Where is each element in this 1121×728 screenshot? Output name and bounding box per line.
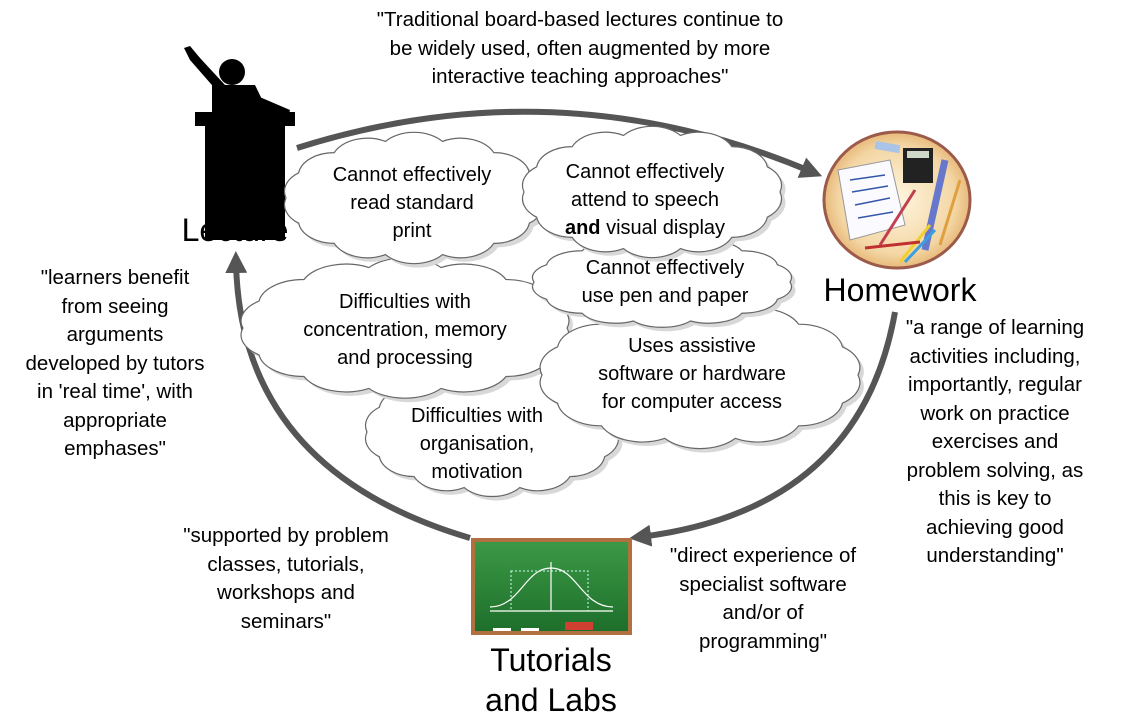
cloud-text-line: software or hardware (598, 363, 786, 385)
quote-line: arguments (66, 323, 164, 346)
quote-line: this is key to (938, 487, 1052, 510)
cloud-shape-concentration (240, 257, 570, 399)
quote-line: be widely used, often augmented by more (389, 36, 771, 60)
lecturer-silhouette-icon (184, 46, 295, 240)
quote-line: and/or of (722, 601, 804, 624)
cloud-text-line: for computer access (601, 391, 783, 413)
cloud-read-print: Cannot effectively read standard print (333, 161, 492, 245)
quote-line: interactive teaching approaches" (431, 65, 729, 88)
cloud-text-line: concentration, memory (303, 319, 507, 341)
chalkboard-image-icon (471, 538, 632, 635)
cloud-text-line: Difficulties with (339, 291, 471, 313)
cloud-text-bold: and (564, 217, 601, 239)
tutorials-label-line: Tutorials (490, 642, 612, 678)
quote-line: developed by tutors (25, 351, 205, 375)
quote-line: "supported by problem (183, 524, 389, 547)
tutorials-label-line: and Labs (485, 682, 617, 718)
quote-line: appropriate (63, 408, 167, 432)
cloud-shape-read-print (283, 131, 545, 265)
cloud-text-line: print (392, 220, 432, 242)
arrow-homework-to-tutorials (629, 311, 898, 547)
quote-line: achieving good (926, 515, 1064, 539)
quote-bottom-left: "supported by problem classes, tutorials… (183, 522, 389, 636)
cloud-text-line: use pen and paper (581, 285, 749, 307)
cloud-text-line: motivation (431, 461, 523, 483)
cloud-shape-speech-visual (521, 125, 783, 259)
cloud-text-line: Difficulties with (411, 405, 543, 427)
cloud-speech-visual: Cannot effectively attend to speech and … (565, 158, 725, 242)
cloud-text-line: Cannot effectively (565, 161, 725, 183)
quote-line: activities including, (909, 344, 1081, 368)
quote-line: emphases" (64, 437, 166, 460)
cloud-concentration: Difficulties with concentration, memory … (303, 288, 506, 372)
quote-line: "direct experience of (669, 544, 857, 567)
quote-right: "a range of learning activities includin… (906, 314, 1084, 571)
quote-line: understanding" (926, 544, 1064, 567)
arrow-tutorials-to-lecture (225, 251, 471, 541)
cloud-text-line: attend to speech (571, 189, 719, 211)
quote-bottom-mid: "direct experience of specialist softwar… (670, 542, 856, 656)
quote-line: "learners benefit (40, 266, 190, 289)
tutorials-label: Tutorials and Labs (485, 640, 617, 720)
quote-left: "learners benefit from seeing arguments … (26, 264, 205, 464)
arrow-lecture-to-homework (296, 108, 823, 178)
lecture-label: Lecture (181, 212, 289, 248)
cloud-text-line: Cannot effectively (332, 164, 492, 186)
quote-line: workshops and (217, 581, 355, 604)
cloud-text-line: organisation, (419, 433, 535, 455)
homework-label: Homework (823, 272, 977, 308)
quote-line: "a range of learning (905, 316, 1085, 339)
cloud-text-line: Uses assistive (628, 335, 756, 357)
cloud-organisation: Difficulties with organisation, motivati… (411, 402, 543, 486)
quote-line: work on practice (920, 401, 1070, 425)
cloud-text-span: visual display (600, 217, 726, 239)
quote-line: exercises and (931, 430, 1059, 453)
quote-line: importantly, regular (908, 373, 1082, 396)
cloud-text-line: and visual display (565, 214, 725, 242)
quote-line: from seeing (61, 294, 169, 318)
quote-line: "Traditional board-based lectures contin… (376, 8, 784, 31)
quote-line: specialist software (679, 572, 847, 596)
quote-line: classes, tutorials, (207, 552, 365, 576)
cloud-text-line: and processing (337, 347, 473, 369)
cloud-pen-paper: Cannot effectively use pen and paper (582, 254, 749, 310)
quote-line: seminars" (240, 609, 332, 633)
quote-line: problem solving, as (906, 458, 1084, 482)
quote-line: programming" (698, 629, 828, 653)
cloud-assistive: Uses assistive software or hardware for … (598, 332, 786, 416)
quote-line: in 'real time', with (37, 380, 193, 403)
homework-image-icon (822, 130, 972, 270)
quote-top: "Traditional board-based lectures contin… (377, 6, 784, 92)
cloud-text-line: Cannot effectively (585, 257, 745, 279)
cloud-text-line: read standard (350, 192, 474, 214)
